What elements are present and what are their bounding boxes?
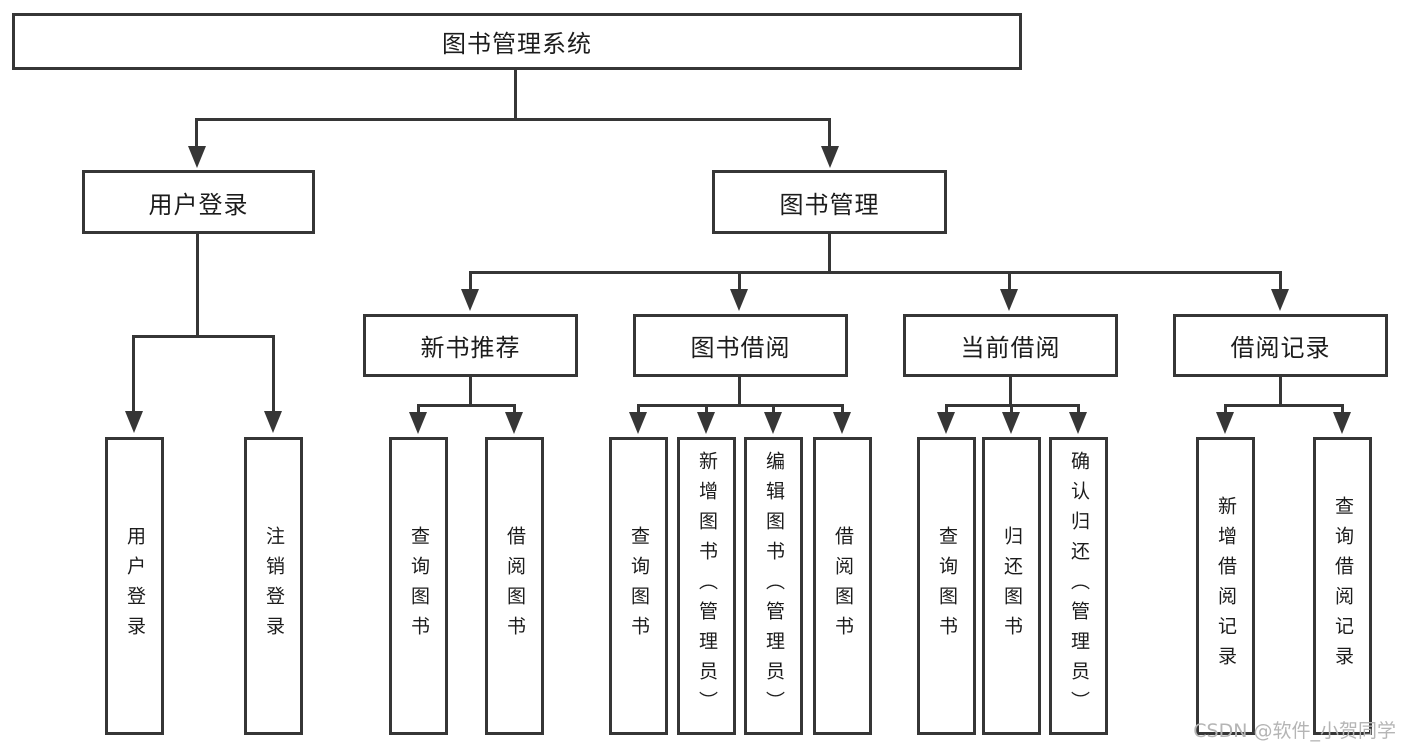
leaf-records-add-record: 新增借阅记录 xyxy=(1196,437,1255,735)
connector-bookmgmt-stub-1 xyxy=(469,271,472,292)
arrow-down-icon xyxy=(1271,289,1289,311)
leaf-records-query-record: 查询借阅记录 xyxy=(1313,437,1372,735)
arrow-down-icon xyxy=(1333,412,1351,434)
connector-borrow-stub-1 xyxy=(637,404,640,418)
leaf-newbooks-borrow-books-label: 借阅图书 xyxy=(504,526,526,646)
node-book-management: 图书管理 xyxy=(712,170,947,234)
node-current-borrow-label: 当前借阅 xyxy=(960,334,1061,362)
leaf-newbooks-query-books-label: 查询图书 xyxy=(408,526,430,646)
leaf-borrow-borrow-books-label: 借阅图书 xyxy=(832,526,854,646)
connector-current-stub-1 xyxy=(945,404,948,418)
arrow-down-icon xyxy=(1216,412,1234,434)
arrow-down-icon xyxy=(821,146,839,168)
connector-records-hline xyxy=(1224,404,1343,407)
connector-root-stub-right xyxy=(828,118,831,150)
connector-bookmgmt-vline xyxy=(828,234,831,273)
leaf-newbooks-query-books: 查询图书 xyxy=(389,437,448,735)
connector-newbooks-stub-2 xyxy=(513,404,516,418)
connector-borrow-stub-3 xyxy=(772,404,775,418)
leaf-user-login-label: 用户登录 xyxy=(124,526,146,646)
leaf-borrow-add-books-admin-label: 新增图书（管理员） xyxy=(696,451,718,721)
connector-borrow-stub-2 xyxy=(705,404,708,418)
connector-root-stub-left xyxy=(195,118,198,150)
connector-bookmgmt-stub-4 xyxy=(1279,271,1282,292)
leaf-records-query-record-label: 查询借阅记录 xyxy=(1332,496,1354,676)
arrow-down-icon xyxy=(730,289,748,311)
connector-bookmgmt-stub-3 xyxy=(1008,271,1011,292)
connector-current-vline xyxy=(1009,377,1012,406)
connector-newbooks-stub-1 xyxy=(417,404,420,418)
leaf-logout: 注销登录 xyxy=(244,437,303,735)
arrow-down-icon xyxy=(1002,412,1020,434)
csdn-watermark: CSDN @软件_小贺同学 xyxy=(1193,720,1396,742)
leaf-borrow-add-books-admin: 新增图书（管理员） xyxy=(677,437,736,735)
arrow-down-icon xyxy=(1000,289,1018,311)
leaf-borrow-edit-books-admin: 编辑图书（管理员） xyxy=(744,437,803,735)
leaf-current-query-books: 查询图书 xyxy=(917,437,976,735)
node-new-book-recommend-label: 新书推荐 xyxy=(420,334,521,362)
node-book-borrow-label: 图书借阅 xyxy=(690,334,791,362)
leaf-logout-label: 注销登录 xyxy=(263,526,285,646)
leaf-newbooks-borrow-books: 借阅图书 xyxy=(485,437,544,735)
connector-newbooks-hline xyxy=(417,404,516,407)
node-book-borrow: 图书借阅 xyxy=(633,314,848,377)
connector-userlogin-vline xyxy=(196,234,199,337)
connector-current-stub-2 xyxy=(1010,404,1013,418)
connector-root-hline xyxy=(195,118,831,121)
leaf-borrow-query-books-label: 查询图书 xyxy=(628,526,650,646)
connector-records-stub-2 xyxy=(1341,404,1344,418)
connector-borrow-vline xyxy=(738,377,741,406)
arrow-down-icon xyxy=(833,412,851,434)
leaf-current-return-books-label: 归还图书 xyxy=(1001,526,1023,646)
arrow-down-icon xyxy=(264,411,282,433)
leaf-records-add-record-label: 新增借阅记录 xyxy=(1215,496,1237,676)
leaf-current-query-books-label: 查询图书 xyxy=(936,526,958,646)
node-root-system: 图书管理系统 xyxy=(12,13,1022,70)
node-borrow-records-label: 借阅记录 xyxy=(1230,334,1331,362)
connector-borrow-stub-4 xyxy=(841,404,844,418)
connector-root-vline xyxy=(514,70,517,119)
node-new-book-recommend: 新书推荐 xyxy=(363,314,578,377)
arrow-down-icon xyxy=(764,412,782,434)
node-user-login-label: 用户登录 xyxy=(148,190,249,219)
connector-bookmgmt-stub-2 xyxy=(738,271,741,292)
arrow-down-icon xyxy=(697,412,715,434)
connector-userlogin-hline xyxy=(132,335,275,338)
leaf-current-confirm-return-admin: 确认归还（管理员） xyxy=(1049,437,1108,735)
leaf-borrow-query-books: 查询图书 xyxy=(609,437,668,735)
leaf-current-return-books: 归还图书 xyxy=(982,437,1041,735)
connector-borrow-hline xyxy=(637,404,844,407)
node-root-label: 图书管理系统 xyxy=(442,30,592,58)
connector-userlogin-stub-right xyxy=(272,335,275,415)
arrow-down-icon xyxy=(1069,412,1087,434)
connector-bookmgmt-hline xyxy=(469,271,1282,274)
arrow-down-icon xyxy=(188,146,206,168)
connector-records-vline xyxy=(1279,377,1282,406)
arrow-down-icon xyxy=(125,411,143,433)
node-borrow-records: 借阅记录 xyxy=(1173,314,1388,377)
connector-newbooks-vline xyxy=(469,377,472,406)
node-book-management-label: 图书管理 xyxy=(779,190,880,219)
leaf-borrow-edit-books-admin-label: 编辑图书（管理员） xyxy=(763,451,785,721)
node-current-borrow: 当前借阅 xyxy=(903,314,1118,377)
leaf-user-login: 用户登录 xyxy=(105,437,164,735)
arrow-down-icon xyxy=(629,412,647,434)
connector-records-stub-1 xyxy=(1224,404,1227,418)
connector-userlogin-stub-left xyxy=(132,335,135,415)
node-user-login: 用户登录 xyxy=(82,170,315,234)
arrow-down-icon xyxy=(461,289,479,311)
arrow-down-icon xyxy=(409,412,427,434)
arrow-down-icon xyxy=(937,412,955,434)
leaf-current-confirm-return-admin-label: 确认归还（管理员） xyxy=(1068,451,1090,721)
connector-current-stub-3 xyxy=(1077,404,1080,418)
arrow-down-icon xyxy=(505,412,523,434)
leaf-borrow-borrow-books: 借阅图书 xyxy=(813,437,872,735)
